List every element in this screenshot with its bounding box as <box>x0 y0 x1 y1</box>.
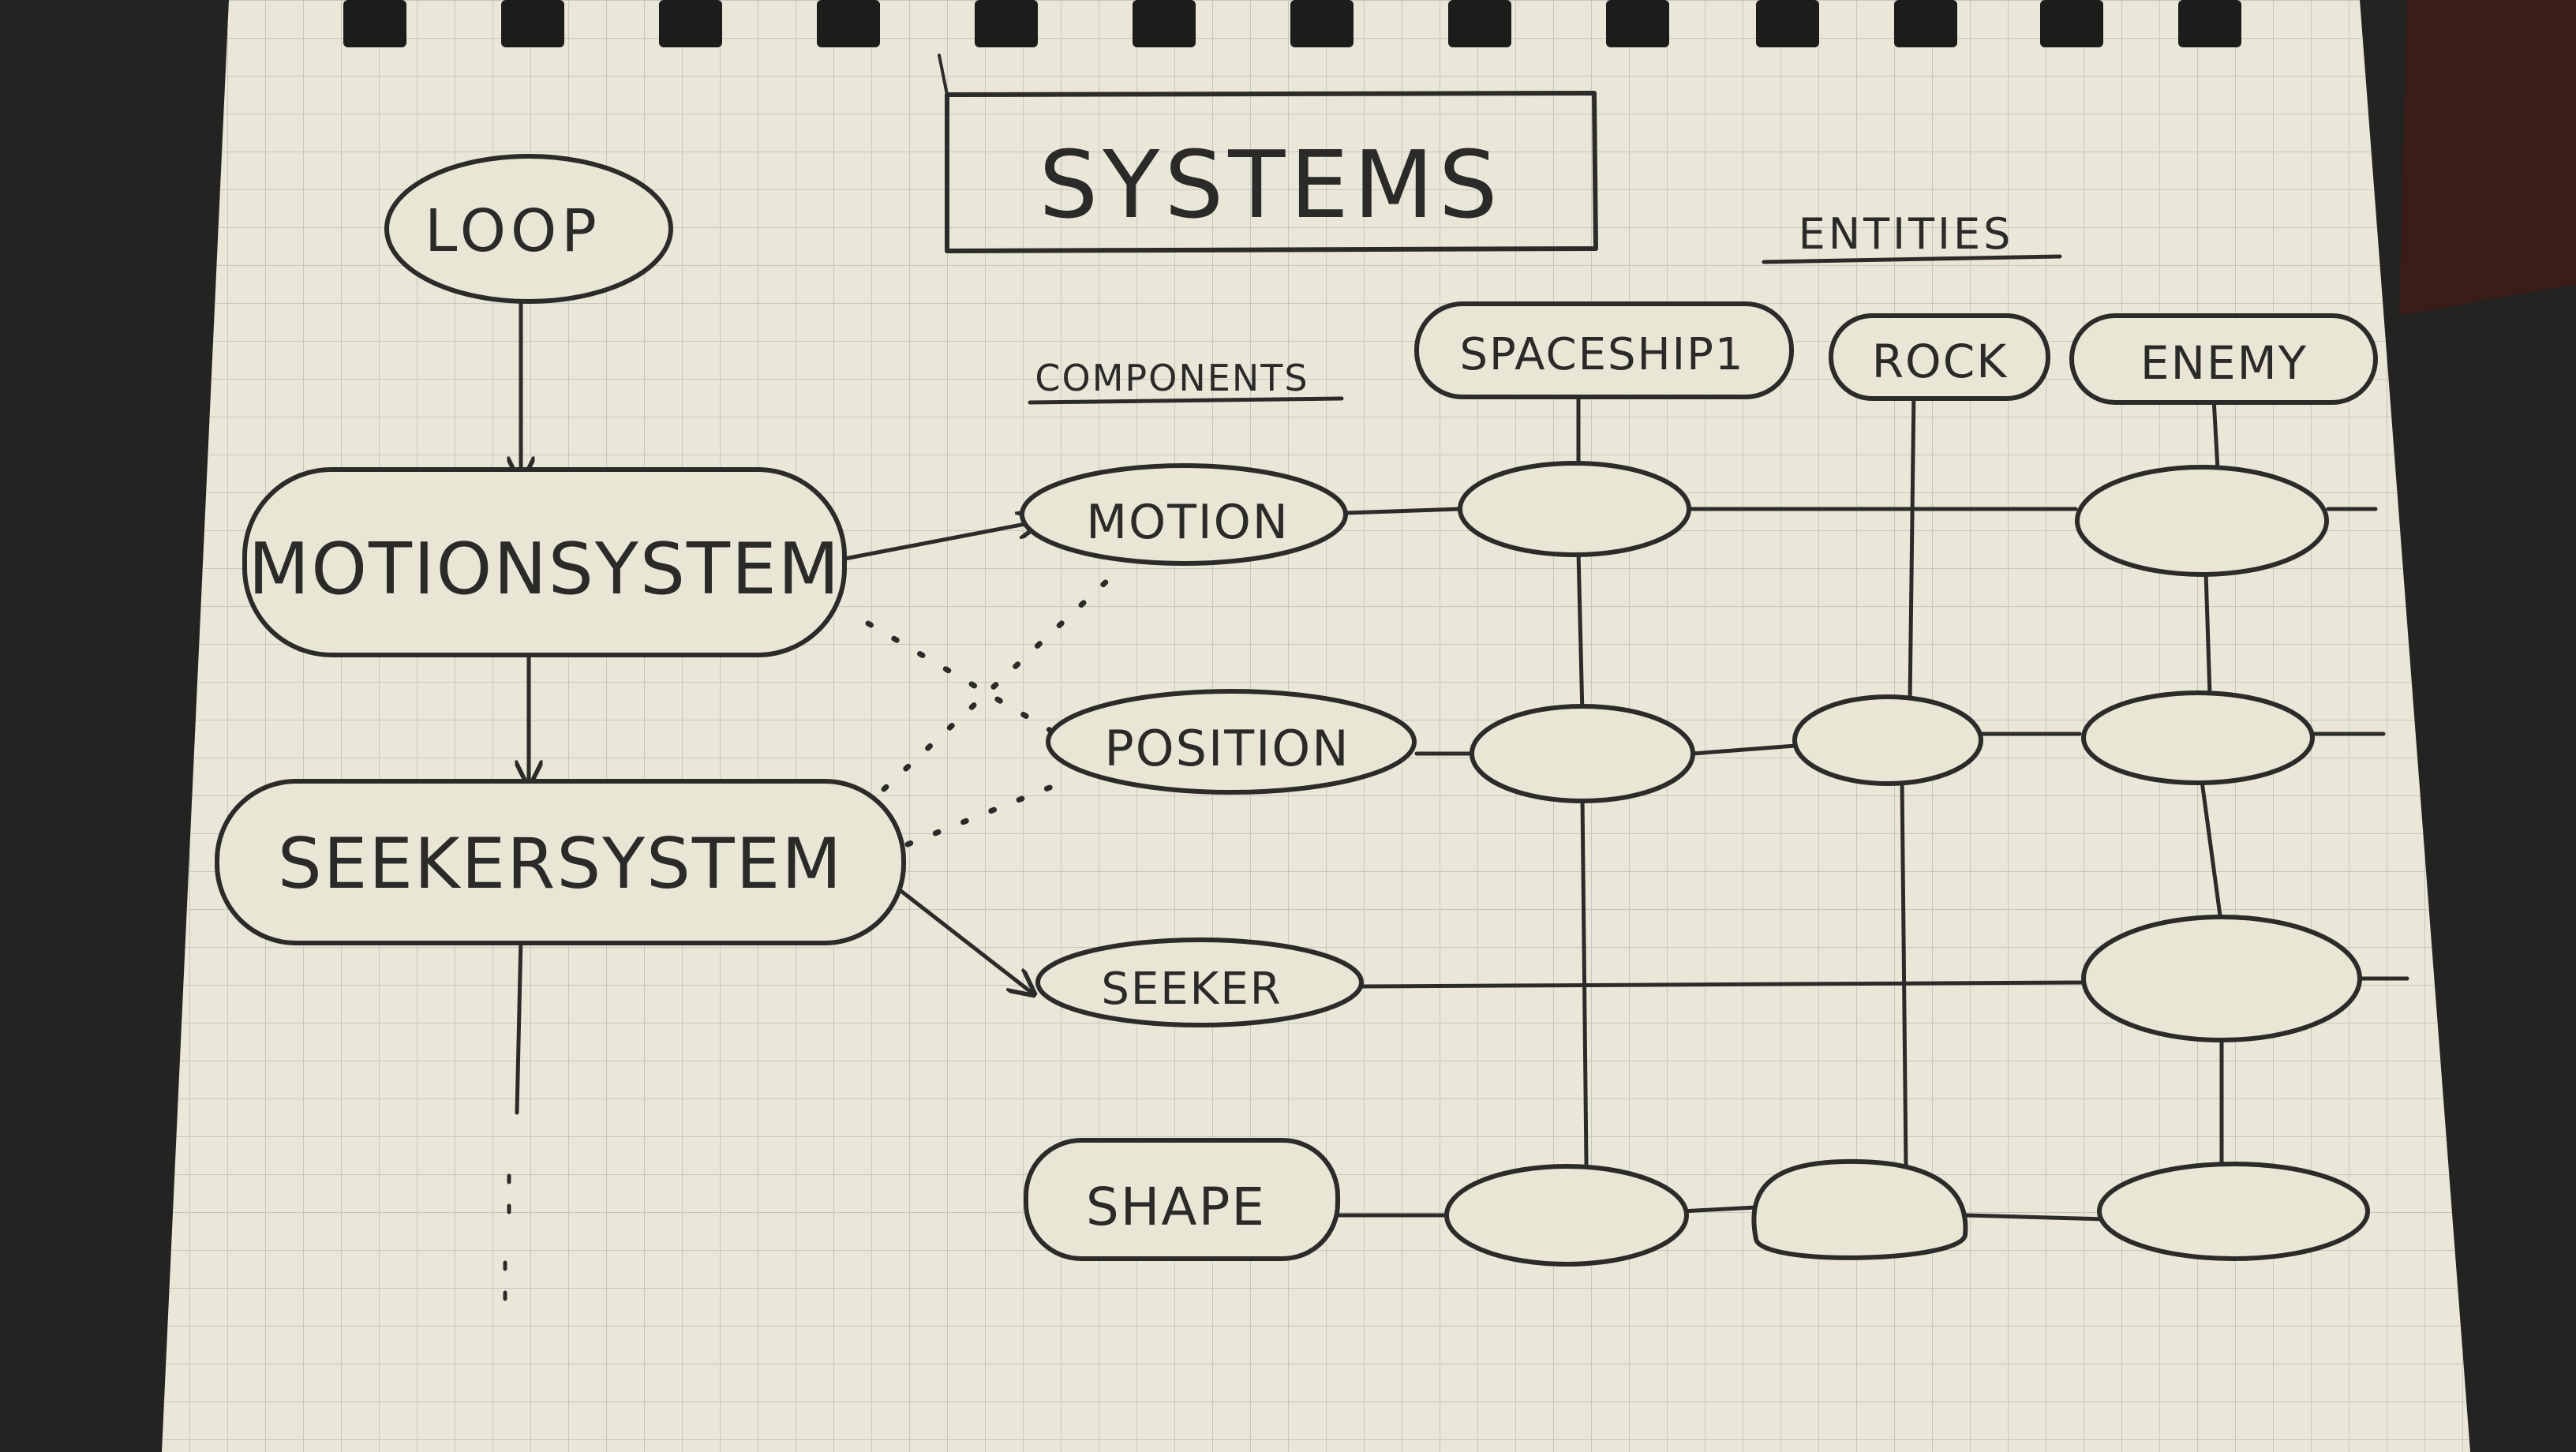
cell-rock-shape <box>1751 1158 1968 1260</box>
loop-node: LOOP <box>384 154 673 304</box>
cell-enemy-seeker <box>2081 915 2362 1042</box>
entity-enemy: ENEMY <box>2069 313 2378 405</box>
loop-label: LOOP <box>425 197 601 265</box>
component-seeker: SEEKER <box>1035 937 1364 1027</box>
entities-header: ENTITIES <box>1762 209 2062 264</box>
title-text: SYSTEMS <box>1039 130 1502 239</box>
cell-enemy-shape <box>2097 1162 2370 1261</box>
component-motion-label: MOTION <box>1086 495 1289 550</box>
entity-rock-label: ROCK <box>1872 335 2008 388</box>
connectors <box>503 294 2409 1304</box>
component-motion: MOTION <box>1020 463 1348 566</box>
entity-rock: ROCK <box>1829 313 2050 401</box>
entities-header-text: ENTITIES <box>1799 209 2014 259</box>
cell-enemy-position <box>2081 690 2315 785</box>
entity-spaceship1-label: SPACESHIP1 <box>1459 329 1744 380</box>
wooden-block <box>2399 0 2576 316</box>
seeker-system-label: SEEKERSYSTEM <box>278 823 843 904</box>
cell-spaceship1-shape <box>1444 1164 1689 1267</box>
component-position: POSITION <box>1046 689 1417 795</box>
cell-enemy-motion <box>2075 465 2329 577</box>
motion-system-node: MOTIONSYSTEM <box>242 467 847 657</box>
component-shape-label: SHAPE <box>1086 1177 1266 1237</box>
cell-rock-position <box>1792 694 1983 786</box>
component-seeker-label: SEEKER <box>1101 964 1282 1015</box>
component-shape: SHAPE <box>1024 1138 1340 1261</box>
entity-spaceship1: SPACESHIP1 <box>1414 301 1794 399</box>
components-header-text: COMPONENTS <box>1035 357 1309 399</box>
cell-spaceship1-motion <box>1458 461 1691 557</box>
motion-system-label: MOTIONSYSTEM <box>249 528 841 611</box>
cell-spaceship1-position <box>1470 704 1695 803</box>
entity-enemy-label: ENEMY <box>2140 336 2308 390</box>
matrix-cells <box>1444 461 2370 1267</box>
seeker-system-node: SEEKERSYSTEM <box>215 779 906 945</box>
title-box: SYSTEMS <box>938 54 1598 253</box>
spiral-binding <box>343 0 2241 47</box>
components-header: COMPONENTS <box>1028 357 1344 405</box>
component-position-label: POSITION <box>1104 720 1350 777</box>
